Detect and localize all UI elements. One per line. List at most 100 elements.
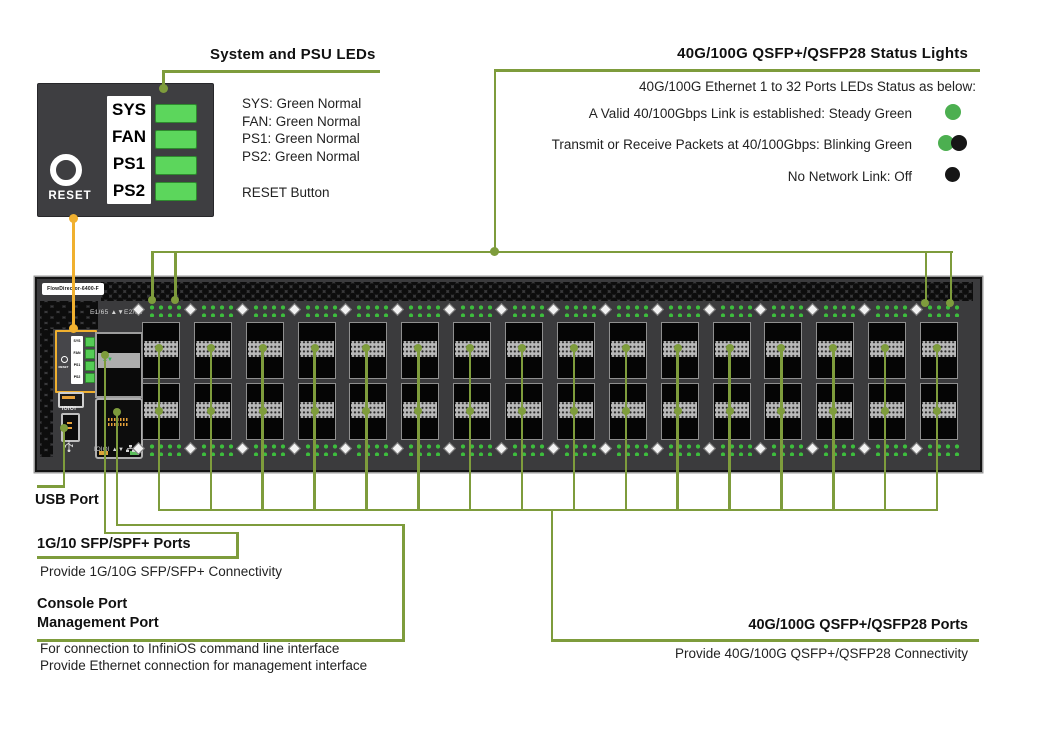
qsfp-callout-dot xyxy=(414,344,423,352)
led-label-fan: FAN xyxy=(112,127,146,146)
port-number-diamond-icon xyxy=(235,441,249,455)
port-led-group xyxy=(391,300,442,318)
port-number-diamond-icon xyxy=(339,302,353,316)
port-status-leds xyxy=(146,440,182,456)
port-number-diamond-icon xyxy=(339,441,353,455)
port-led-group xyxy=(598,300,649,318)
qsfp-callout-dot xyxy=(881,344,890,352)
switch-front-panel: FlowDirector-6400-F E1/65 ▲▼E2/66 RESET … xyxy=(35,277,982,472)
port-led-group xyxy=(858,439,909,457)
sfp-callout-line xyxy=(103,352,106,534)
port-status-leds xyxy=(768,301,805,317)
port-status-leds xyxy=(872,301,909,317)
status-row-off: No Network Link: Off xyxy=(787,169,912,184)
port-status-leds xyxy=(820,440,857,456)
port-led-group xyxy=(132,300,182,318)
mgmt-led-green xyxy=(130,451,139,455)
port-status-leds xyxy=(405,301,442,317)
status-lights-left-border xyxy=(493,69,496,253)
port-number-diamond-icon xyxy=(183,441,197,455)
port-led-group xyxy=(183,439,234,457)
mini-led-bar xyxy=(85,361,95,371)
system-psu-pointer-dot xyxy=(159,84,168,93)
port-led-group xyxy=(702,300,753,318)
port-led-group xyxy=(443,439,494,457)
qsfp-callout-dot xyxy=(310,407,319,415)
led-label-ps1: PS1 xyxy=(112,154,146,173)
port-number-diamond-icon xyxy=(495,302,508,316)
qsfp-callout-line xyxy=(624,347,628,510)
usb-connector xyxy=(58,392,84,408)
mini-led-label: PS2 xyxy=(73,375,81,380)
qsfp-callout-dot xyxy=(310,344,319,352)
port-status-leds xyxy=(301,440,338,456)
qsfp-callout-dot xyxy=(829,407,838,415)
status-drop-dot-3 xyxy=(921,299,929,307)
qsfp-title-underline xyxy=(550,639,979,642)
qsfp-callout-dot xyxy=(829,344,838,352)
port-led-group xyxy=(806,439,857,457)
port-status-leds xyxy=(301,301,338,317)
port-number-diamond-icon xyxy=(132,441,145,455)
port-status-leds xyxy=(197,440,234,456)
qsfp-callout-line xyxy=(935,347,939,510)
qsfp-connector-drop xyxy=(550,508,553,642)
qsfp-callout-line xyxy=(780,347,783,510)
port-status-leds xyxy=(509,301,546,317)
port-led-group xyxy=(598,439,649,457)
status-row-steady: A Valid 40/100Gbps Link is established: … xyxy=(588,106,912,121)
qsfp-callout-dot xyxy=(777,344,786,352)
qsfp-callout-line xyxy=(468,347,472,510)
mini-led-bar xyxy=(85,337,95,347)
qsfp-connector-horizontal xyxy=(158,508,938,511)
status-drop-right-2 xyxy=(949,250,952,305)
qsfp-callout-dot xyxy=(569,407,578,415)
qsfp-callout-dot xyxy=(206,407,215,415)
port-led-group xyxy=(495,300,546,318)
hex-vent-upper xyxy=(40,301,98,329)
off-led-icon xyxy=(945,167,960,182)
qsfp-callout-dot xyxy=(414,407,423,415)
qsfp-callout-dot xyxy=(362,344,371,352)
reset-callout-dot-bottom xyxy=(69,324,78,333)
status-row-blinking: Transmit or Receive Packets at 40/100Gbp… xyxy=(551,137,912,152)
qsfp-callout-line xyxy=(883,347,887,510)
status-drop-left-2 xyxy=(174,250,177,302)
port-status-leds xyxy=(457,440,494,456)
status-intro: 40G/100G Ethernet 1 to 32 Ports LEDs Sta… xyxy=(639,79,976,94)
port-led-group xyxy=(339,300,390,318)
status-connector-junction-dot xyxy=(490,247,499,256)
qsfp-callout-dot xyxy=(155,407,163,415)
port-number-diamond-icon xyxy=(132,302,145,316)
serial-label: IOIOI xyxy=(61,406,77,412)
sfp-bracket-top xyxy=(103,531,239,534)
port-number-diamond-icon xyxy=(443,302,457,316)
console-callout-line xyxy=(115,410,118,526)
status-drop-left-1 xyxy=(151,250,154,302)
qsfp-callout-line xyxy=(157,347,161,510)
blinking-off-led-icon xyxy=(951,135,967,151)
port-number-diamond-icon xyxy=(806,302,820,316)
management-port-desc: Provide Ethernet connection for manageme… xyxy=(40,658,368,673)
console-port-desc: For connection to InfiniOS command line … xyxy=(40,641,340,656)
mini-led-bar xyxy=(85,349,95,359)
usb-callout-elbow xyxy=(37,485,65,488)
led-label-strip: SYS FAN PS1 PS2 xyxy=(107,96,151,204)
qsfp-callout-line xyxy=(520,347,524,510)
qsfp-callout-line xyxy=(832,347,835,510)
port-led-group xyxy=(235,439,286,457)
port-status-leds xyxy=(405,440,442,456)
qsfp-callout-dot xyxy=(933,407,942,415)
port-number-diamond-icon xyxy=(858,441,872,455)
reset-label: RESET xyxy=(48,190,92,202)
port-status-leds xyxy=(768,440,805,456)
port-status-leds xyxy=(249,301,286,317)
sfp-cage: ▲▼ xyxy=(95,332,143,398)
qsfp-callout-dot xyxy=(155,344,163,352)
console-bracket-top xyxy=(115,523,405,526)
port-number-diamond-icon xyxy=(806,441,820,455)
ps1-status-text: PS1: Green Normal xyxy=(242,131,360,146)
mini-reset-label: RESET xyxy=(58,365,69,369)
